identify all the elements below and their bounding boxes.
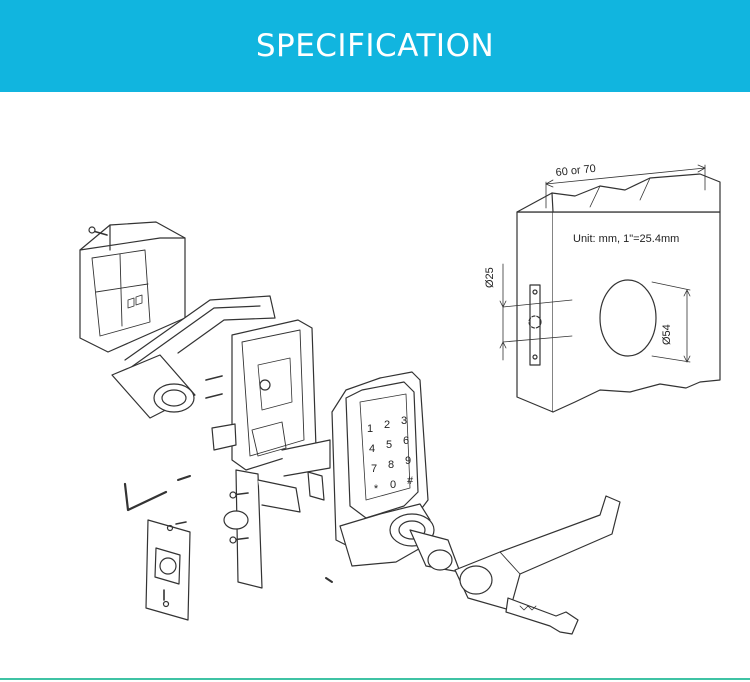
bottom-accent-line [0,678,750,680]
mounting-plate-part [211,319,331,477]
keypad-key-star: * [374,483,379,495]
unit-note-label: Unit: mm, 1"=25.4mm [573,233,679,245]
keypad-key-0: 0 [390,479,396,491]
keypad-key-4: 4 [369,443,375,455]
keypad-buttons: 1 2 3 4 5 6 7 8 9 * 0 # [367,415,414,495]
keypad-key-hash: # [407,475,414,487]
door-thickness-label: 60 or 70 [555,163,596,179]
small-diameter-label: Ø25 [484,267,496,288]
outer-lever-part [454,495,621,611]
page-title: SPECIFICATION [255,28,495,64]
allen-key-part [123,482,168,512]
keypad-key-5: 5 [386,439,392,451]
strike-plate-part [145,519,191,621]
keypad-key-3: 3 [401,415,407,427]
keypad-unit-part [331,371,435,567]
key-part [505,597,579,635]
keypad-key-9: 9 [405,455,411,467]
small-screws [163,475,333,601]
keypad-key-6: 6 [403,435,409,447]
exploded-lock-diagram: 60 or 70 Unit: mm, 1"=25.4mm Ø25 Ø54 [79,163,721,635]
keypad-key-1: 1 [367,423,373,435]
rear-cover-part [79,221,186,353]
large-diameter-label: Ø54 [661,324,673,345]
latch-assembly-part [223,469,325,589]
keypad-key-2: 2 [384,419,390,431]
cylinder-part [409,529,461,573]
keypad-key-7: 7 [371,463,377,475]
door-section-drawing [499,164,721,413]
inner-lever-part [111,295,276,419]
header-banner: SPECIFICATION [0,0,750,92]
keypad-key-8: 8 [388,459,394,471]
